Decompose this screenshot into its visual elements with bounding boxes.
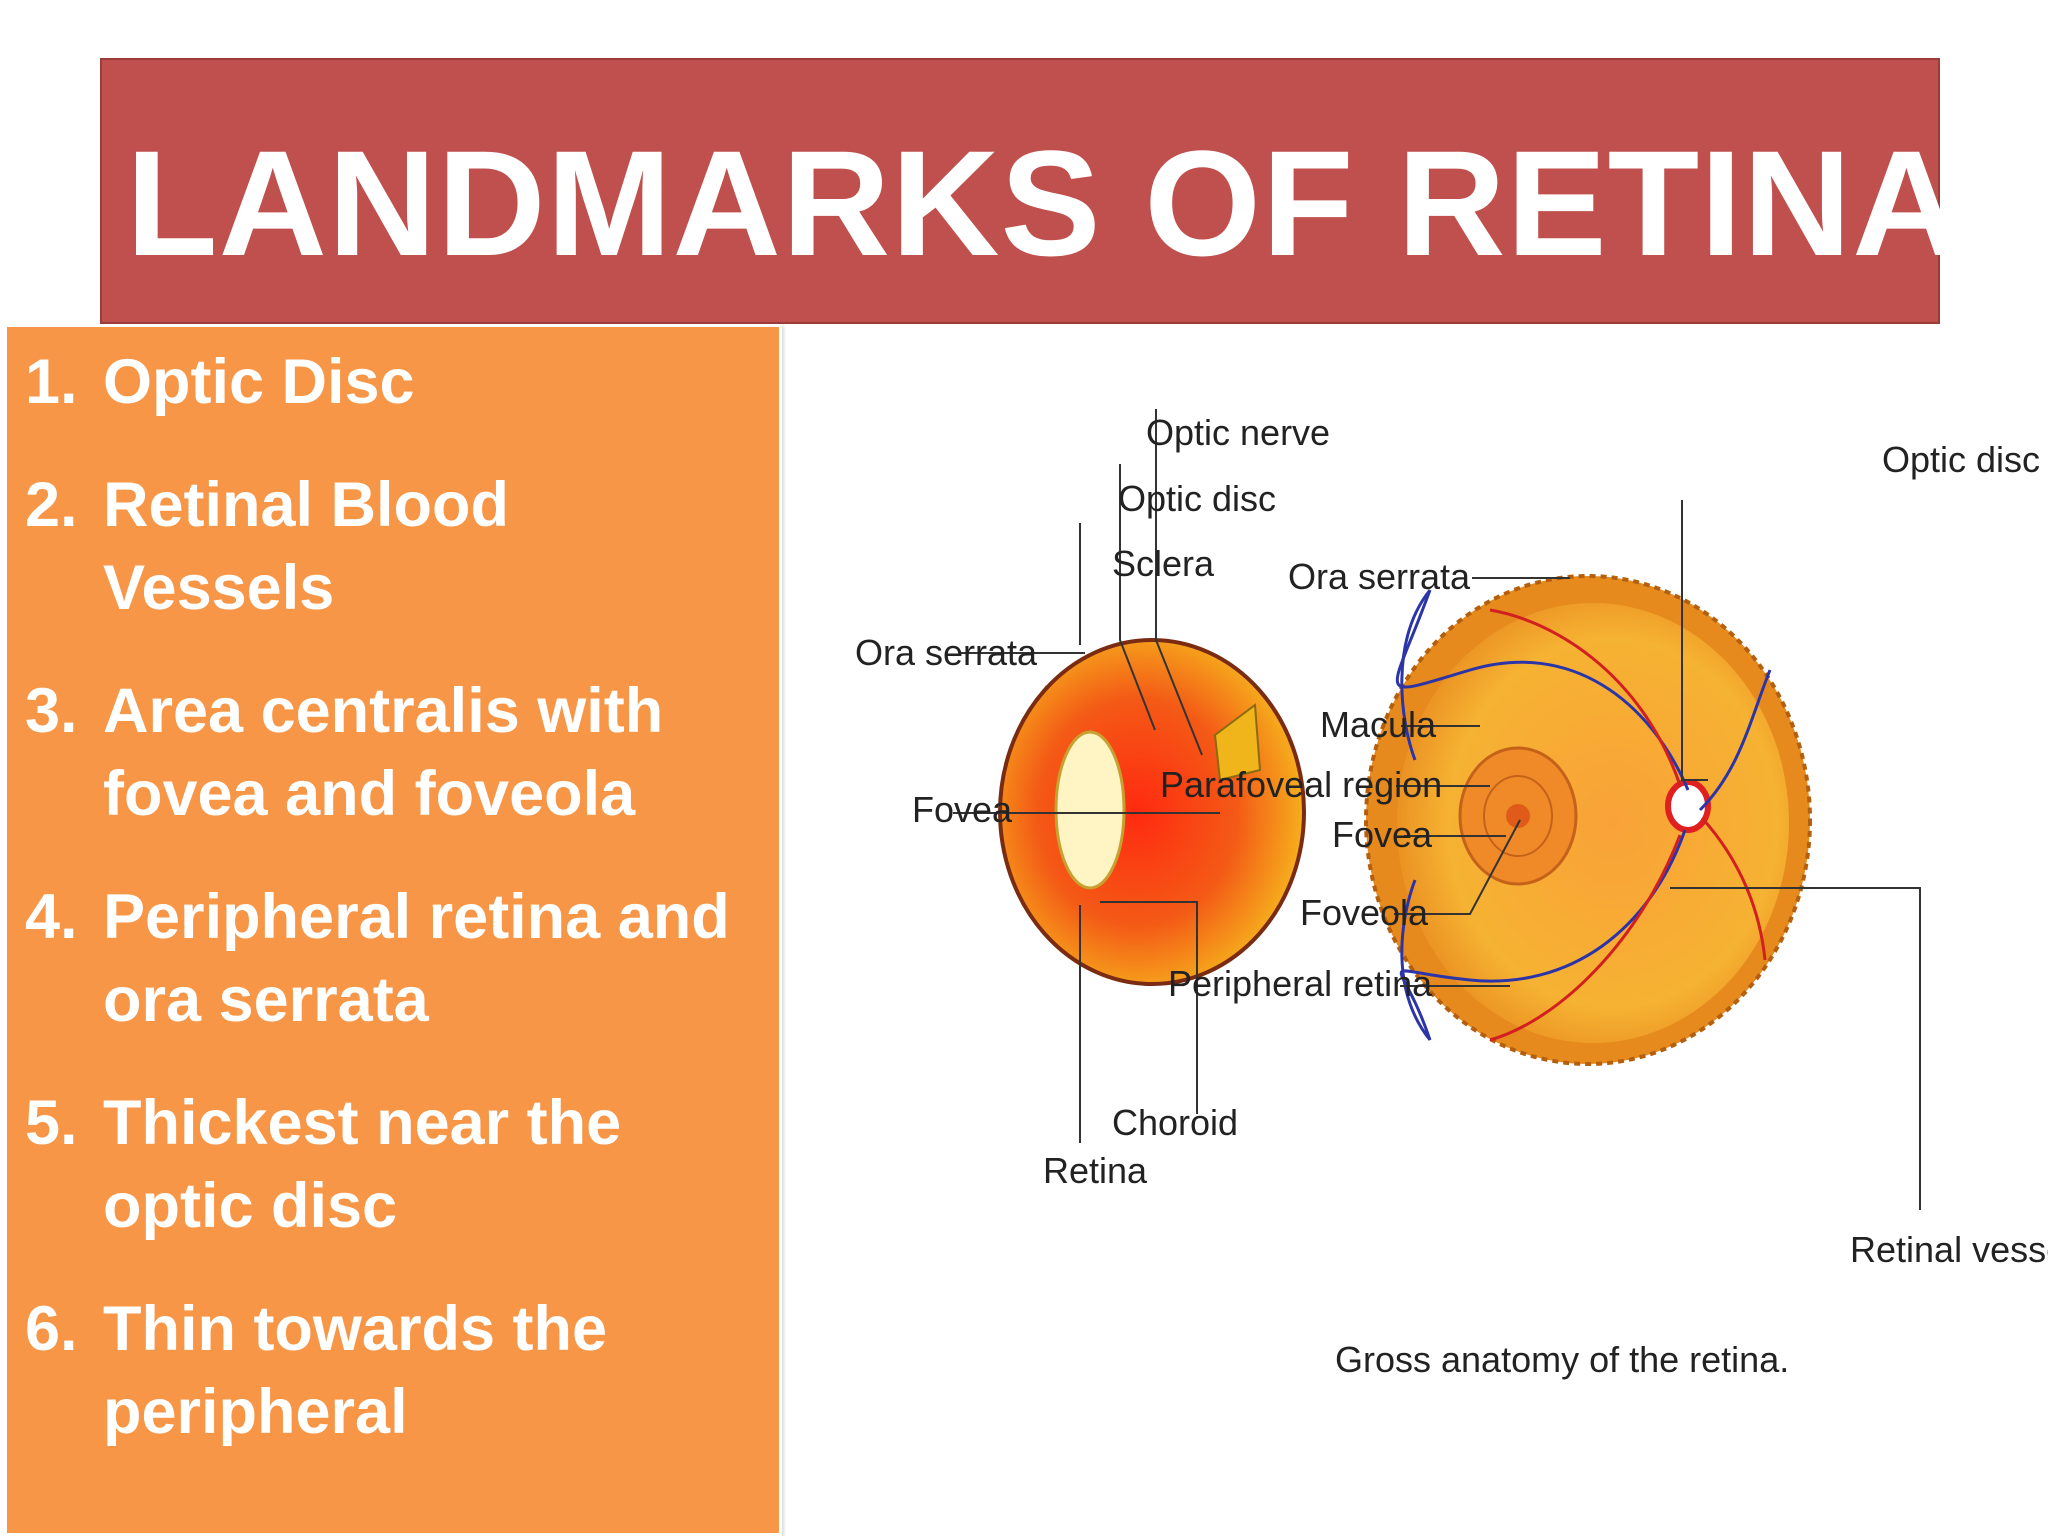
label-optic-disc-right: Optic disc xyxy=(1882,439,2040,480)
optic-disc-shape xyxy=(1665,779,1711,833)
label-sclera: Sclera xyxy=(1112,543,1215,584)
label-choroid: Choroid xyxy=(1112,1102,1238,1143)
label-optic-nerve: Optic nerve xyxy=(1146,412,1330,453)
lens-shape xyxy=(1054,730,1126,890)
diagram-caption: Gross anatomy of the retina. xyxy=(1335,1339,1789,1380)
retina-anatomy-diagram: Optic nerve Optic disc Sclera Ora serrat… xyxy=(855,409,2048,1380)
parafoveal-ring xyxy=(1483,775,1553,857)
label-peripheral-retina: Peripheral retina xyxy=(1168,963,1433,1004)
list-item: 1. Optic Disc xyxy=(25,341,743,424)
label-fovea-right: Fovea xyxy=(1332,814,1433,855)
list-item-text: Thickest near the optic disc xyxy=(103,1088,622,1241)
list-item-text: Retinal Blood Vessels xyxy=(103,470,509,623)
label-fovea-left: Fovea xyxy=(912,789,1013,830)
label-ora-serrata-left: Ora serrata xyxy=(855,632,1038,673)
label-macula: Macula xyxy=(1320,704,1437,745)
list-item-text: Peripheral retina and ora serrata xyxy=(103,882,730,1035)
list-item-number: 6. xyxy=(25,1294,78,1364)
list-item-number: 5. xyxy=(25,1088,78,1158)
list-item-number: 2. xyxy=(25,470,78,540)
list-item: 2. Retinal Blood Vessels xyxy=(25,464,743,630)
retina-disc xyxy=(1397,603,1789,1043)
optic-nerve-shape xyxy=(1213,703,1262,782)
slide-title: LANDMARKS OF RETINA xyxy=(126,119,1962,287)
list-item: 3. Area centralis with fovea and foveola xyxy=(25,670,743,836)
retina-fundus-view: Optic disc Ora serrata Macula Parafoveal… xyxy=(1160,439,2048,1270)
list-item-number: 3. xyxy=(25,676,78,746)
list-item: 5. Thickest near the optic disc xyxy=(25,1082,743,1248)
list-item: 6. Thin towards the peripheral xyxy=(25,1288,743,1454)
label-optic-disc-left: Optic disc xyxy=(1118,478,1276,519)
label-foveola: Foveola xyxy=(1300,892,1429,933)
list-item: 4. Peripheral retina and ora serrata xyxy=(25,876,743,1042)
label-parafoveal-region: Parafoveal region xyxy=(1160,764,1442,805)
list-item-text: Thin towards the peripheral xyxy=(103,1294,607,1447)
list-item-text: Area centralis with fovea and foveola xyxy=(103,676,664,829)
list-item-number: 4. xyxy=(25,882,78,952)
landmarks-list-panel: 1. Optic Disc 2. Retinal Blood Vessels 3… xyxy=(4,324,782,1536)
list-item-text: Optic Disc xyxy=(103,347,415,417)
title-banner: LANDMARKS OF RETINA xyxy=(100,58,1961,324)
label-retinal-vessels: Retinal vessels xyxy=(1850,1229,2048,1270)
eye-cross-section: Optic nerve Optic disc Sclera Ora serrat… xyxy=(855,409,1330,1191)
retinal-vessels-shape xyxy=(1395,589,1772,1042)
fovea-center xyxy=(1506,804,1530,828)
label-retina: Retina xyxy=(1043,1150,1148,1191)
list-item-number: 1. xyxy=(25,347,78,417)
label-ora-serrata-right: Ora serrata xyxy=(1288,556,1471,597)
landmarks-list: 1. Optic Disc 2. Retinal Blood Vessels 3… xyxy=(25,341,743,1494)
